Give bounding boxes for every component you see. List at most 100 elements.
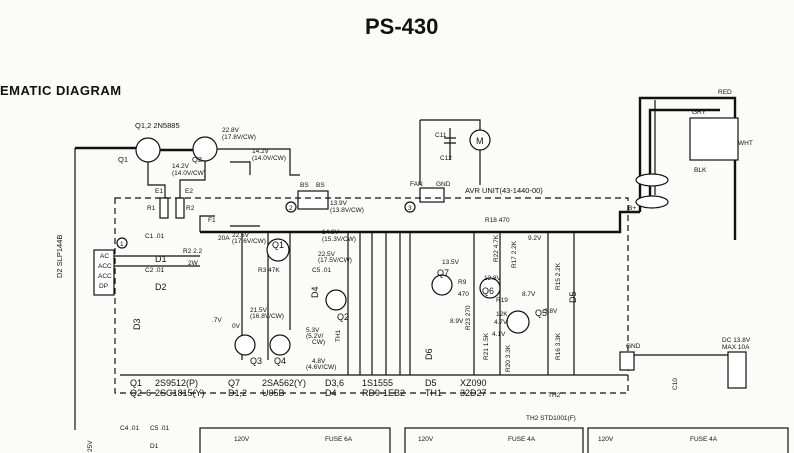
label-d5: D5 [568, 291, 578, 303]
voltage-label: (14.0V/CW) [172, 170, 206, 177]
label-fuse: FUSE 4A [508, 436, 536, 443]
page-title: PS-430 [365, 14, 438, 39]
label-th2-part: TH2 STD1001(F) [526, 415, 576, 422]
parts-cell: 2S9512(P) [155, 378, 198, 388]
voltage-label: CW) [312, 339, 325, 346]
label-r16: R16 3.3K [555, 332, 562, 360]
label-q3: Q3 [250, 356, 262, 366]
voltage-label: 4.1V [492, 331, 506, 338]
label-q4: Q4 [274, 356, 286, 366]
node-number: 3 [408, 205, 412, 212]
label-th1: TH1 [335, 329, 342, 342]
wire-label-gry: GRY [692, 109, 707, 116]
label-dp: DP [99, 283, 108, 290]
voltage-label: 5.3V [306, 327, 320, 334]
label-bs: BS [316, 182, 325, 189]
voltage-label: 14.2V [252, 148, 270, 155]
parts-cell: U05B [262, 388, 285, 398]
label-ac: AC [100, 253, 109, 260]
parts-cell: 2SC1815(Y) [155, 388, 205, 398]
bottom-panel-3 [587, 427, 789, 453]
transistor-q2 [325, 289, 347, 311]
voltage-label: 4.8V [312, 358, 326, 365]
label-gnd: GND [436, 181, 451, 188]
avr-unit-label: AVR UNIT(43-1440-00) [465, 186, 543, 195]
label-r20: R20 3.3K [505, 344, 512, 372]
connector-fan [419, 187, 445, 203]
voltage-label: 21.5V [250, 307, 268, 314]
label-r17: R17 2.2K [511, 240, 518, 268]
label-q6: Q6 [482, 286, 494, 296]
voltage-label: 8.7V [522, 291, 536, 298]
wire-label-red: RED [718, 89, 732, 96]
label-d6: D6 [424, 348, 434, 360]
parts-cell: Q2 [130, 388, 142, 398]
voltage-label: 8.9V [450, 318, 464, 325]
label-q7: Q7 [437, 268, 449, 278]
label-c5: C5 .01 [312, 267, 332, 274]
label-r2: R2 [186, 205, 195, 212]
voltage-label: 0V [232, 323, 241, 330]
label-r1: R1 [147, 205, 156, 212]
parts-cell: 6 [146, 388, 151, 398]
parts-cell: 1S1555 [362, 378, 393, 388]
label-d3: D3 [132, 318, 142, 330]
transistor-q1-top [135, 137, 161, 163]
label-d1: D1 [155, 254, 167, 264]
label-d1: D1 [150, 443, 159, 450]
motor-label: M [476, 136, 484, 146]
label-e2: E2 [185, 188, 193, 195]
avr-unit-border [114, 197, 629, 394]
parts-cell: TH1 [425, 388, 442, 398]
wire-label-blk: BLK [694, 167, 707, 174]
transistor-q5 [506, 310, 530, 334]
voltage-label: 14.8V [322, 229, 340, 236]
voltage-label: 13.9V [330, 200, 348, 207]
label-c5: C5 .01 [150, 425, 170, 432]
voltage-label: (5.2V/ [306, 333, 324, 340]
voltage-label: 4.7V [494, 319, 508, 326]
parts-table: Q1 Q2 2S9512(P) 6 2SC1815(Y) Q7 D1,2 2SA… [130, 378, 487, 398]
voltage-label: (17.5V/CW) [318, 257, 352, 264]
label-dc-max: MAX 10A [722, 344, 750, 351]
voltage-label: 3.8V [544, 308, 558, 315]
voltage-label: (13.8V/CW) [330, 207, 364, 214]
label-c4: C4 .01 [120, 425, 140, 432]
parts-cell: D5 [425, 378, 437, 388]
transistor-q7 [431, 274, 453, 296]
label-c1: C1 .01 [145, 233, 165, 240]
label-q1: Q1 [272, 240, 284, 250]
label-r2-watt: 2W [188, 260, 199, 267]
label-c12: C12 [440, 155, 452, 162]
transistor-q1 [266, 238, 290, 262]
node-number: 1 [120, 241, 124, 248]
label-q2: Q2 [337, 312, 349, 322]
fan-motor-icon [469, 129, 491, 151]
ferrite-core-top [635, 173, 669, 187]
label-r19-val: 12K [496, 311, 508, 318]
label-r15: R15 2.2K [555, 262, 562, 290]
voltage-label: 22.5V [232, 232, 250, 239]
parts-cell: RD9-1EB2 [362, 388, 405, 398]
connector-ac [93, 249, 115, 296]
voltage-label: 22.5V [318, 251, 336, 258]
label-c11: C11 [435, 132, 447, 139]
voltage-label: 13.5V [442, 259, 460, 266]
label-q5: Q5 [535, 308, 547, 318]
label-fuse: FUSE 4A [690, 436, 718, 443]
connector-output [689, 117, 739, 161]
output-terminal [727, 351, 747, 389]
voltage-label: (15.3V/CW) [322, 236, 356, 243]
parts-cell: XZ090 [460, 378, 487, 388]
label-120v: 120V [418, 436, 434, 443]
label-25v: 25V [87, 440, 94, 452]
label-120v: 120V [234, 436, 250, 443]
parts-cell: 32D27 [460, 388, 487, 398]
voltage-label: (4.6V/CW) [306, 364, 336, 371]
label-th2: TH2 [548, 392, 561, 399]
node-number: 2 [289, 205, 293, 212]
label-fan: FAN [410, 181, 423, 188]
label-r3: R3 47K [258, 267, 280, 274]
